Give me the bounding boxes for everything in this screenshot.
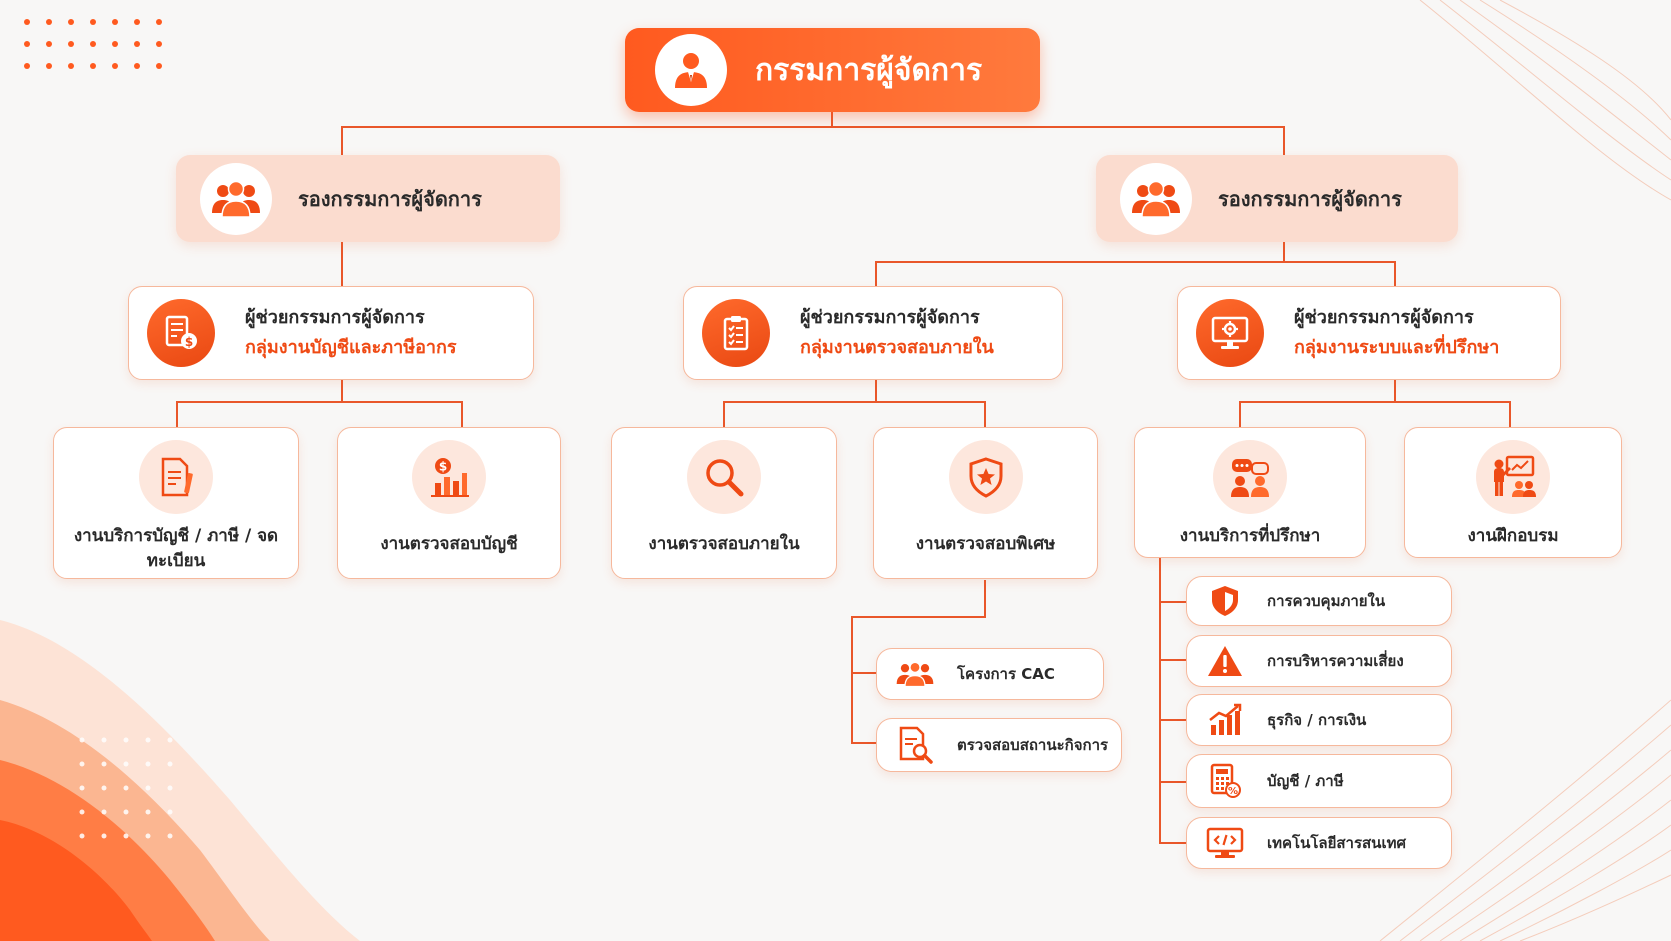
- consulting-item-label: การควบคุมภายใน: [1267, 592, 1386, 610]
- assistant-group-name: กลุ่มงานบัญชีและภาษีอากร: [245, 337, 457, 358]
- root-node-managing-director: กรรมการผู้จัดการ: [625, 28, 1040, 112]
- svg-text:$: $: [439, 460, 447, 474]
- accounting-icon: $: [147, 299, 215, 367]
- consulting-item-business-finance: ธุรกิจ / การเงิน: [1186, 694, 1452, 746]
- team-icon: [1120, 162, 1192, 235]
- consulting-item-label: การบริหารความเสี่ยง: [1267, 652, 1404, 670]
- shield-star-icon: [948, 440, 1023, 514]
- unit-audit: $ งานตรวจสอบบัญชี: [337, 427, 561, 579]
- calculator-icon: %: [1205, 763, 1245, 799]
- assistant-node-internal-audit: ผู้ช่วยกรรมการผู้จัดการ กลุ่มงานตรวจสอบภ…: [683, 286, 1063, 380]
- consulting-item-information-technology: เทคโนโลยีสารสนเทศ: [1186, 817, 1452, 869]
- svg-text:%: %: [1228, 786, 1238, 797]
- consulting-item-internal-control: การควบคุมภายใน: [1186, 576, 1452, 626]
- assistant-node-systems-consulting: ผู้ช่วยกรรมการผู้จัดการ กลุ่มงานระบบและท…: [1177, 286, 1561, 380]
- magnifier-icon: [687, 440, 761, 514]
- document-pen-icon: [139, 440, 213, 514]
- assistant-group-name: กลุ่มงานระบบและที่ปรึกษา: [1294, 337, 1500, 358]
- unit-special-audit: งานตรวจสอบพิเศษ: [873, 427, 1098, 579]
- document-search-icon: [895, 726, 935, 764]
- special-item-label: ตรวจสอบสถานะกิจการ: [957, 736, 1109, 754]
- svg-text:$: $: [185, 335, 193, 349]
- assistant-group-name: กลุ่มงานตรวจสอบภายใน: [800, 337, 994, 358]
- computer-code-icon: [1205, 825, 1245, 861]
- consulting-item-risk-management: การบริหารความเสี่ยง: [1186, 635, 1452, 687]
- unit-label: งานบริการบัญชี / ภาษี / จดทะเบียน: [73, 526, 279, 571]
- growth-chart-icon: [1205, 702, 1245, 738]
- monitor-gear-icon: [1196, 299, 1264, 367]
- unit-label: งานตรวจสอบบัญชี: [380, 534, 518, 554]
- assistant-node-accounting: $ ผู้ช่วยกรรมการผู้จัดการ กลุ่มงานบัญชีแ…: [128, 286, 534, 380]
- shield-icon: [1205, 583, 1245, 619]
- unit-internal-audit: งานตรวจสอบภายใน: [611, 427, 837, 579]
- training-icon: [1476, 440, 1550, 514]
- consulting-item-accounting-tax: % บัญชี / ภาษี: [1186, 754, 1452, 808]
- root-title: กรรมการผู้จัดการ: [755, 52, 983, 88]
- consulting-item-label: บัญชี / ภาษี: [1267, 772, 1344, 790]
- unit-accounting-tax-registration: งานบริการบัญชี / ภาษี / จดทะเบียน: [53, 427, 299, 579]
- unit-training: งานฝึกอบรม: [1404, 427, 1622, 558]
- unit-label: งานบริการที่ปรึกษา: [1179, 526, 1321, 546]
- deputy-title-left: รองกรรมการผู้จัดการ: [298, 186, 482, 211]
- team-icon: [200, 162, 272, 235]
- consulting-item-label: เทคโนโลยีสารสนเทศ: [1267, 834, 1406, 852]
- special-item-cac: โครงการ CAC: [876, 648, 1104, 700]
- consulting-icon: [1213, 440, 1287, 514]
- unit-label: งานฝึกอบรม: [1467, 526, 1559, 546]
- unit-consulting: งานบริการที่ปรึกษา: [1134, 427, 1366, 558]
- checklist-icon: [702, 299, 770, 367]
- assistant-title: ผู้ช่วยกรรมการผู้จัดการ: [800, 307, 980, 328]
- deputy-node-left: รองกรรมการผู้จัดการ: [176, 155, 560, 242]
- special-item-due-diligence: ตรวจสอบสถานะกิจการ: [876, 718, 1122, 772]
- assistant-title: ผู้ช่วยกรรมการผู้จัดการ: [1294, 307, 1474, 328]
- deputy-node-right: รองกรรมการผู้จัดการ: [1096, 155, 1458, 242]
- group-icon: [895, 656, 935, 692]
- warning-icon: [1205, 643, 1245, 679]
- dollar-chart-icon: $: [412, 440, 486, 514]
- consulting-item-label: ธุรกิจ / การเงิน: [1267, 711, 1367, 729]
- unit-label: งานตรวจสอบภายใน: [648, 534, 800, 554]
- assistant-title: ผู้ช่วยกรรมการผู้จัดการ: [245, 307, 425, 328]
- user-tie-icon: [655, 34, 727, 106]
- unit-label: งานตรวจสอบพิเศษ: [915, 534, 1056, 554]
- special-item-label: โครงการ CAC: [957, 665, 1055, 683]
- deputy-title-right: รองกรรมการผู้จัดการ: [1218, 186, 1402, 211]
